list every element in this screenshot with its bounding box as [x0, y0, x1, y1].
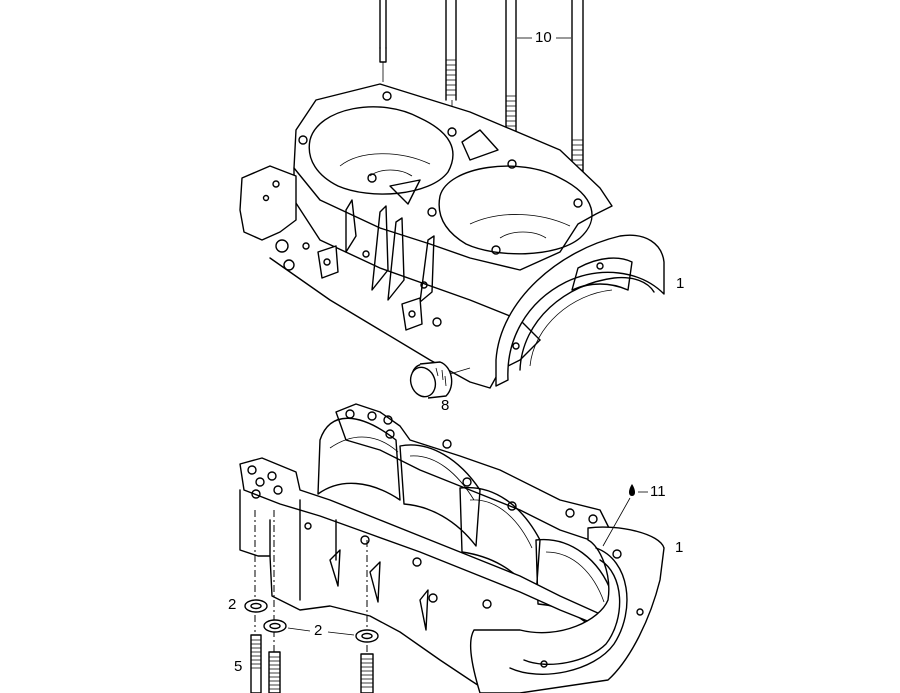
crankcase-upper-half [239, 83, 665, 389]
crankcase-lower-half [239, 403, 665, 693]
callout-2-left: 2 [228, 596, 237, 613]
callout-10: 10 [535, 29, 552, 46]
callout-1-lower: 1 [675, 539, 684, 556]
callout-5: 5 [234, 658, 243, 675]
callout-8: 8 [441, 397, 450, 414]
plug-part [409, 361, 471, 399]
callout-11: 11 [650, 483, 666, 500]
callout-1-upper: 1 [676, 275, 685, 292]
cylinder-studs [379, 0, 584, 188]
washers-and-studs [244, 510, 379, 693]
sealant-drop-symbol [602, 484, 648, 547]
callout-2-middle: 2 [314, 622, 323, 639]
